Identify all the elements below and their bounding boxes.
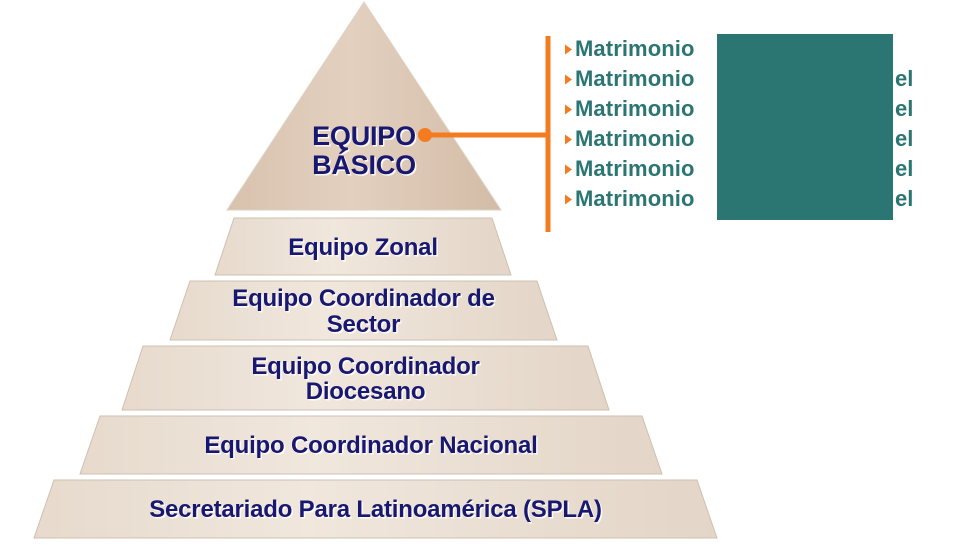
trapezoid-shape	[214, 217, 512, 276]
trailing-fragment: el	[895, 96, 914, 121]
list-item-label: Matrimonio	[575, 96, 695, 121]
list-item-label: Matrimonio	[575, 66, 695, 91]
trailing-fragment: el	[895, 186, 914, 211]
list-item[interactable]: Matrimonio	[561, 34, 960, 64]
pyramid-level-equipo-coordinador-nacional[interactable]: Equipo Coordinador Nacional	[79, 415, 663, 477]
list-item[interactable]: Matrimonio	[561, 124, 960, 154]
list-item[interactable]: Matrimonio	[561, 64, 960, 94]
list-item[interactable]: Matrimonio	[561, 94, 960, 124]
pyramid-level-label: Secretariado Para Latinoamérica (SPLA)	[149, 496, 602, 524]
trailing-fragment: el	[895, 126, 914, 151]
list-item-label: Matrimonio	[575, 186, 695, 211]
pyramid-level-label: EQUIPO BÁSICO	[312, 120, 416, 180]
trapezoid-shape	[169, 280, 558, 341]
list-item-label: Matrimonio	[575, 126, 695, 151]
triangle-bullet-icon	[561, 134, 575, 145]
pyramid-level-label: Equipo Coordinador de Sector	[232, 285, 495, 338]
apex-triangle-shape	[226, 1, 502, 211]
trapezoid-shape	[33, 479, 718, 539]
pyramid-level-label: Equipo Zonal	[288, 233, 438, 261]
list-item[interactable]: Matrimonio	[561, 154, 960, 184]
triangle-bullet-icon	[561, 164, 575, 175]
trailing-text-fragments: el el el el el	[895, 34, 935, 214]
triangle-bullet-icon	[561, 44, 575, 55]
trailing-fragment: el	[895, 156, 914, 181]
triangle-bullet-icon	[561, 104, 575, 115]
list-item-label: Matrimonio	[575, 156, 695, 181]
pyramid-level-equipo-basico[interactable]: EQUIPO BÁSICO	[225, 0, 503, 215]
triangle-bullet-icon	[561, 74, 575, 85]
triangle-bullet-icon	[561, 194, 575, 205]
callout-bullet-list: Matrimonio Matrimonio Matrimonio Matrimo…	[561, 34, 960, 214]
pyramid-level-equipo-zonal[interactable]: Equipo Zonal	[214, 217, 512, 278]
trapezoid-shape	[121, 345, 610, 411]
list-item[interactable]: Matrimonio	[561, 184, 960, 214]
list-item-label: Matrimonio	[575, 36, 695, 61]
trailing-fragment: el	[895, 66, 914, 91]
trapezoid-shape	[79, 415, 663, 475]
pyramid-level-equipo-coordinador-diocesano[interactable]: Equipo Coordinador Diocesano	[121, 345, 610, 413]
pyramid-level-secretariado-spla[interactable]: Secretariado Para Latinoamérica (SPLA)	[33, 479, 718, 541]
connector-dot	[418, 128, 432, 142]
redaction-overlay	[717, 34, 893, 220]
pyramid-level-label: Equipo Coordinador Diocesano	[251, 352, 480, 405]
pyramid-level-equipo-coordinador-sector[interactable]: Equipo Coordinador de Sector	[169, 280, 558, 343]
callout-connector	[415, 28, 560, 243]
elbow-connector-line	[418, 36, 551, 232]
pyramid-level-label: Equipo Coordinador Nacional	[204, 432, 538, 460]
